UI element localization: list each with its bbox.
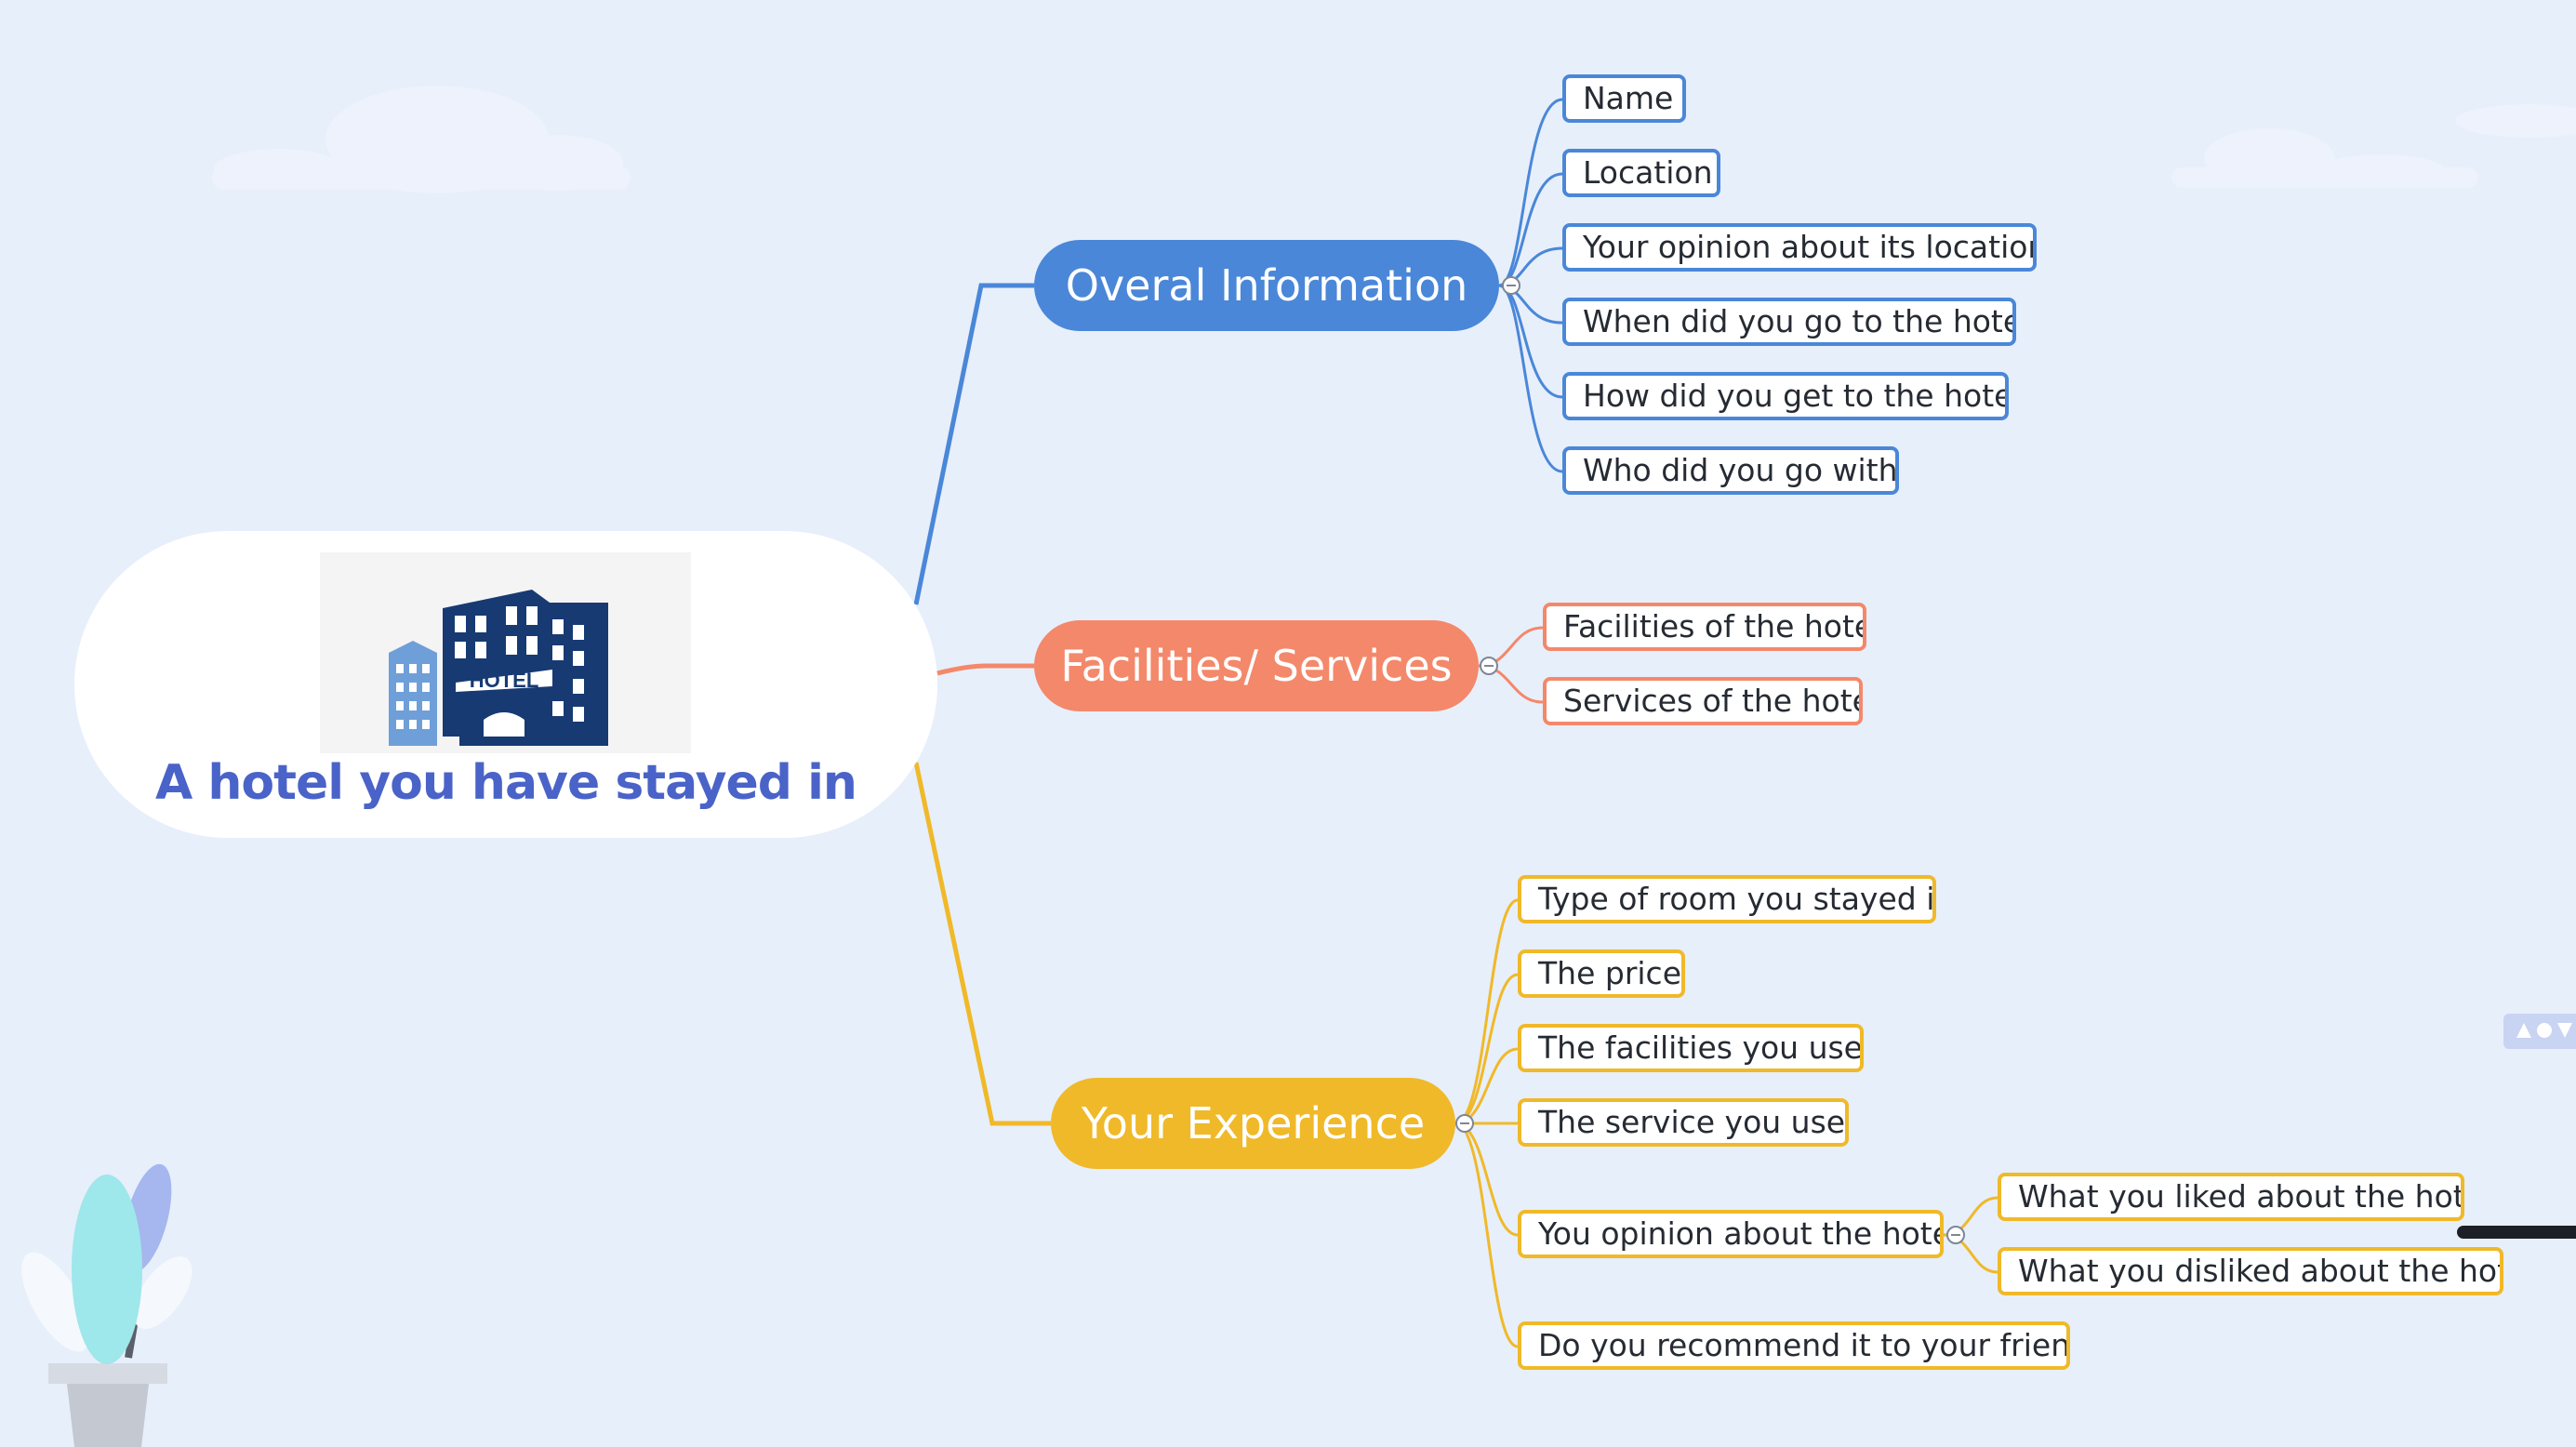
leaf-opinion-hotel[interactable]: You opinion about the hotel bbox=[1518, 1210, 1944, 1258]
branch-your-experience[interactable]: Your Experience bbox=[1051, 1078, 1455, 1169]
connector-root-overal bbox=[913, 283, 1034, 605]
leaf-recommend[interactable]: Do you recommend it to your friend? bbox=[1518, 1321, 2070, 1370]
leaf-who-with[interactable]: Who did you go with? bbox=[1562, 446, 1899, 495]
circle-icon bbox=[2537, 1023, 2552, 1038]
collapse-toggle-experience[interactable] bbox=[1455, 1114, 1474, 1133]
cloud-left bbox=[212, 86, 631, 193]
leaf-liked[interactable]: What you liked about the hotel bbox=[1998, 1173, 2464, 1221]
leaf-facilities-used[interactable]: The facilities you used bbox=[1518, 1024, 1864, 1072]
leaf-services-of-hotel[interactable]: Services of the hotel bbox=[1543, 677, 1863, 725]
leaf-location[interactable]: Location bbox=[1562, 149, 1720, 197]
edge-drag-handle[interactable] bbox=[2457, 1226, 2576, 1239]
leaf-opinion-location[interactable]: Your opinion about its location bbox=[1562, 223, 2037, 272]
side-toolbar-tab[interactable] bbox=[2503, 1014, 2576, 1049]
leaf-facilities-of-hotel[interactable]: Facilities of the hotel bbox=[1543, 603, 1866, 651]
cloud-right bbox=[2171, 128, 2478, 188]
leaf-service-used[interactable]: The service you used bbox=[1518, 1098, 1849, 1147]
leaf-price[interactable]: The price bbox=[1518, 949, 1685, 998]
hotel-building-icon: HOTEL bbox=[389, 590, 608, 746]
hotel-image: HOTEL bbox=[320, 552, 691, 753]
connector-root-experience bbox=[913, 762, 1051, 1126]
connector-root-facilities bbox=[936, 663, 1034, 676]
branch-facilities-services[interactable]: Facilities/ Services bbox=[1034, 620, 1479, 711]
leaf-name[interactable]: Name bbox=[1562, 74, 1686, 123]
hotel-sign-text: HOTEL bbox=[470, 669, 539, 692]
triangle-icon bbox=[2516, 1023, 2531, 1038]
triangle-down-icon bbox=[2557, 1023, 2572, 1038]
collapse-toggle-overal[interactable] bbox=[1502, 276, 1520, 295]
branch-overal-information[interactable]: Overal Information bbox=[1034, 240, 1499, 331]
leaf-room-type[interactable]: Type of room you stayed in bbox=[1518, 875, 1936, 923]
leaf-when-go[interactable]: When did you go to the hotel? bbox=[1562, 298, 2016, 346]
plant-decor bbox=[21, 1163, 193, 1447]
leaf-disliked[interactable]: What you disliked about the hotel bbox=[1998, 1247, 2503, 1295]
collapse-toggle-opinion[interactable] bbox=[1946, 1226, 1965, 1244]
root-title: A hotel you have stayed in bbox=[155, 755, 857, 811]
collapse-toggle-facilities[interactable] bbox=[1480, 657, 1498, 675]
leaf-how-get[interactable]: How did you get to the hotel? bbox=[1562, 372, 2009, 420]
cloud-far-right bbox=[2455, 104, 2576, 138]
